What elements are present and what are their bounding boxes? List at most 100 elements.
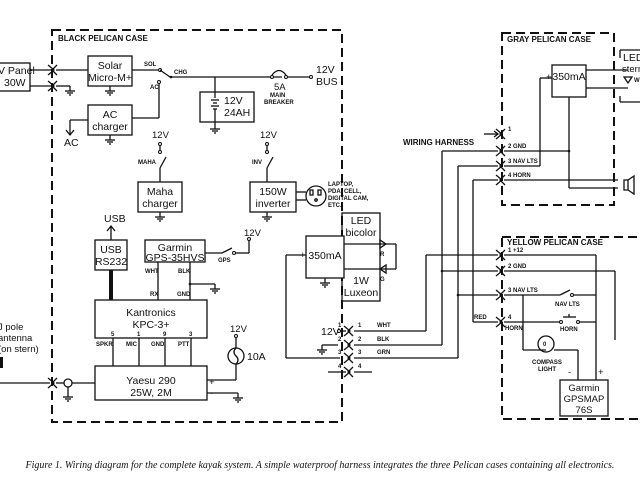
- svg-text:-: -: [568, 367, 571, 378]
- garmin-gps35: [144, 239, 206, 263]
- svg-text:1 +12: 1 +12: [508, 248, 524, 254]
- svg-text:BLK: BLK: [178, 269, 191, 275]
- svg-text:4: 4: [358, 364, 362, 370]
- kpc-to-yaesu-wires: [112, 338, 192, 366]
- svg-text:350mA: 350mA: [552, 71, 585, 83]
- gps-switch: [221, 247, 233, 254]
- svg-text:LAPTOP,: LAPTOP,: [328, 182, 353, 188]
- svg-text:LIGHT: LIGHT: [538, 367, 556, 373]
- svg-text:AC: AC: [150, 85, 159, 91]
- svg-text:3: 3: [338, 350, 342, 356]
- svg-text:12V: 12V: [316, 64, 335, 76]
- svg-text:W: W: [634, 78, 640, 84]
- svg-text:Maha: Maha: [147, 186, 173, 198]
- svg-text:4 HORN: 4 HORN: [508, 173, 531, 179]
- svg-text:MAHA: MAHA: [138, 160, 157, 166]
- svg-text:9: 9: [163, 332, 167, 338]
- yellow-case-label: YELLOW PELICAN CASE: [507, 238, 604, 247]
- svg-text:G: G: [380, 277, 385, 283]
- svg-text:BUS: BUS: [316, 76, 338, 88]
- svg-text:2 GND: 2 GND: [508, 144, 527, 150]
- svg-text:USB: USB: [104, 213, 126, 225]
- ac-outlet-icon: [305, 185, 327, 207]
- gray-case-label: GRAY PELICAN CASE: [507, 35, 592, 44]
- svg-text:charger: charger: [92, 121, 128, 133]
- svg-text:350mA: 350mA: [308, 250, 341, 262]
- svg-text:150W: 150W: [259, 186, 287, 198]
- svg-text:RED: RED: [474, 315, 487, 321]
- svg-text:0: 0: [543, 342, 547, 348]
- svg-text:Solar: Solar: [98, 60, 123, 72]
- gray-pelican-case: [501, 32, 615, 206]
- svg-text:GPSMAP: GPSMAP: [564, 394, 605, 405]
- svg-text:2 GND: 2 GND: [508, 264, 527, 270]
- svg-text:KPC-3+: KPC-3+: [132, 319, 169, 331]
- stern-led-icon: [622, 76, 634, 85]
- svg-text:USB: USB: [100, 244, 122, 256]
- svg-text:Garmin: Garmin: [158, 242, 193, 254]
- svg-text:3 NAV LTS: 3 NAV LTS: [508, 288, 538, 294]
- svg-text:1: 1: [508, 127, 512, 133]
- svg-text:4: 4: [508, 315, 512, 321]
- svg-text:Luxeon: Luxeon: [344, 287, 379, 299]
- svg-text:inverter: inverter: [255, 198, 291, 210]
- svg-text:5A: 5A: [274, 82, 286, 93]
- svg-text:12V: 12V: [224, 95, 243, 107]
- led-red-icon: [379, 238, 388, 250]
- svg-text:2: 2: [358, 337, 362, 343]
- coax-connector-icon: [63, 378, 73, 388]
- yellow-pelican-case: [501, 236, 640, 420]
- svg-text:1: 1: [137, 332, 141, 338]
- nav-lts-switch: [559, 289, 571, 296]
- svg-text:NAV LTS: NAV LTS: [555, 302, 580, 308]
- svg-text:HORN: HORN: [560, 327, 578, 333]
- black-case-connector: 12V 1 2 3 4 1 2 3 4: [316, 323, 372, 378]
- svg-text:GND: GND: [151, 342, 165, 348]
- svg-text:LED: LED: [351, 215, 372, 227]
- svg-text:76S: 76S: [576, 405, 593, 416]
- svg-text:charger: charger: [142, 198, 178, 210]
- maha-charger: [137, 181, 183, 213]
- svg-text:PDA, CELL,: PDA, CELL,: [328, 189, 362, 195]
- garmin-gpsmap-76s: [559, 379, 609, 417]
- svg-text:Kantronics: Kantronics: [126, 307, 176, 319]
- svg-text:25W, 2M: 25W, 2M: [130, 387, 171, 399]
- wiring-harness: [354, 130, 500, 359]
- wiring-harness-label: WIRING HARNESS: [403, 138, 475, 147]
- svg-text:2: 2: [338, 337, 342, 343]
- svg-text:COMPASS: COMPASS: [532, 360, 562, 366]
- figure-caption: Figure 1. Wiring diagram for the complet…: [25, 460, 615, 471]
- inverter-switch: [266, 156, 274, 169]
- svg-text:GND: GND: [177, 292, 191, 298]
- svg-text:PTT: PTT: [178, 342, 190, 348]
- svg-text:SOL: SOL: [144, 62, 157, 68]
- svg-text:1: 1: [358, 323, 362, 329]
- svg-text:4: 4: [338, 364, 342, 370]
- horn-speaker-icon: [623, 174, 635, 196]
- svg-text:stern: stern: [622, 64, 640, 75]
- kantronics-kpc3: [94, 299, 208, 339]
- svg-text:GPS-35HVS: GPS-35HVS: [146, 252, 205, 264]
- svg-text:WHT: WHT: [145, 269, 159, 275]
- svg-text:RX: RX: [150, 292, 158, 298]
- svg-text:Yaesu 290: Yaesu 290: [126, 375, 176, 387]
- svg-text:MAIN: MAIN: [270, 93, 285, 99]
- svg-text:RS232: RS232: [95, 256, 127, 268]
- svg-text:(on stern): (on stern): [0, 344, 39, 355]
- inverter: [249, 181, 297, 213]
- svg-text:LED: LED: [623, 52, 640, 64]
- yaesu-290-radio: [94, 365, 208, 401]
- svg-text:INV: INV: [252, 160, 262, 166]
- svg-text:WHT: WHT: [377, 323, 391, 329]
- black-pelican-case: [51, 29, 343, 423]
- svg-text:MIC: MIC: [126, 342, 138, 348]
- svg-text:12V: 12V: [260, 130, 278, 141]
- svg-text:12V: 12V: [321, 326, 340, 338]
- svg-text:3: 3: [358, 350, 362, 356]
- svg-text:24AH: 24AH: [224, 107, 250, 119]
- svg-text:3 NAV LTS: 3 NAV LTS: [508, 159, 538, 165]
- svg-text:+: +: [598, 367, 604, 378]
- main-breaker: [271, 69, 287, 76]
- svg-text:12V: 12V: [230, 324, 248, 335]
